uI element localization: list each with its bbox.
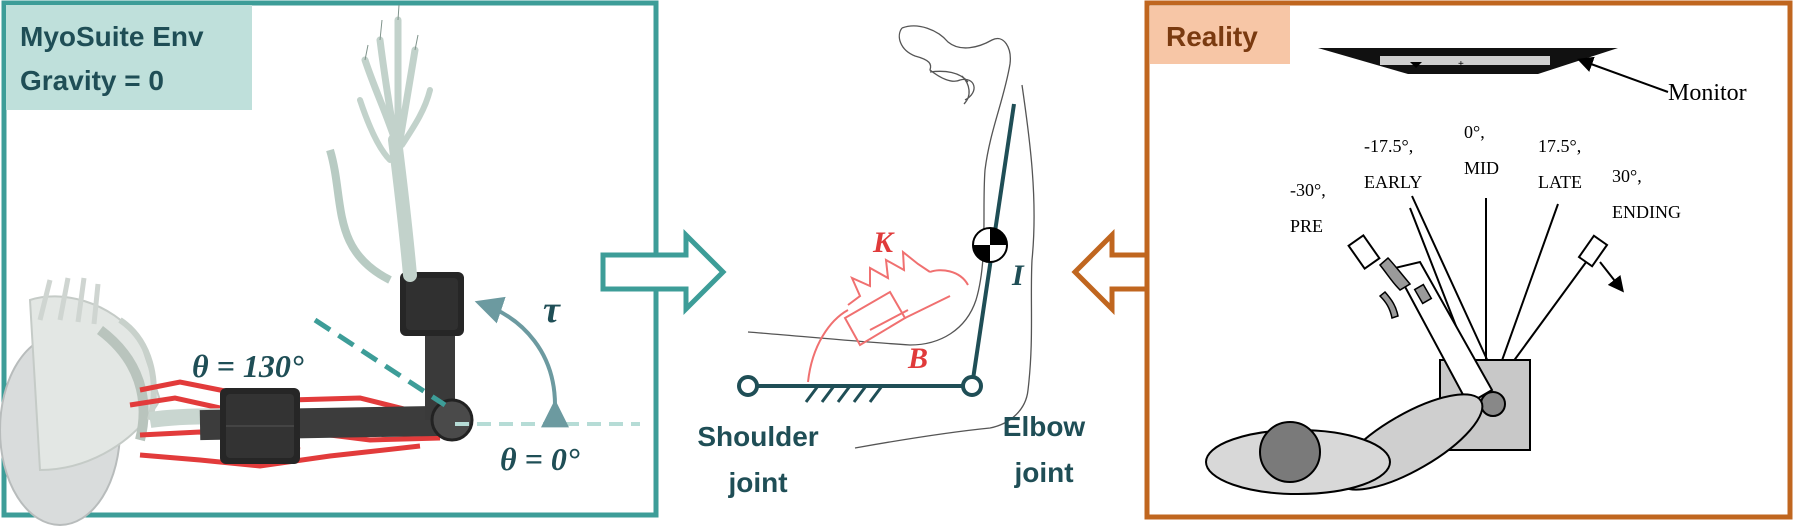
svg-text:+: + bbox=[1458, 59, 1464, 70]
simulation-panel: MyoSuite Env Gravity = 0 θ = 130° τ θ = … bbox=[0, 0, 659, 526]
torque-label: τ bbox=[543, 289, 561, 331]
elbow-label-line1: Elbow bbox=[1003, 411, 1086, 442]
reality-title: Reality bbox=[1166, 21, 1258, 52]
target-early-name: EARLY bbox=[1364, 172, 1422, 192]
torque-arrow bbox=[474, 296, 570, 428]
center-of-mass-icon bbox=[972, 227, 1008, 263]
monitor-label: Monitor bbox=[1668, 80, 1747, 106]
elbow-label-line2: joint bbox=[1013, 457, 1073, 488]
target-ending-angle: 30°, bbox=[1612, 166, 1642, 186]
spring-damper bbox=[807, 249, 969, 383]
arm-outline bbox=[747, 25, 1035, 449]
target-early-angle: -17.5°, bbox=[1364, 136, 1413, 156]
angle-130-label: θ = 130° bbox=[192, 348, 304, 384]
upper-arm-link bbox=[199, 388, 451, 464]
reality-title-badge bbox=[1150, 6, 1290, 64]
sim-to-model-arrow bbox=[600, 228, 727, 316]
simulation-title-line2: Gravity = 0 bbox=[20, 65, 164, 96]
subject-head bbox=[1259, 421, 1321, 483]
ground-hatch bbox=[804, 385, 884, 403]
damper-label: B bbox=[907, 342, 928, 375]
target-lines bbox=[1409, 195, 1593, 367]
target-pre-name: PRE bbox=[1290, 216, 1323, 236]
shoulder-label-line1: Shoulder bbox=[697, 421, 818, 452]
target-late-angle: 17.5°, bbox=[1538, 136, 1581, 156]
simulation-title-line1: MyoSuite Env bbox=[20, 21, 204, 52]
target-late-name: LATE bbox=[1538, 172, 1582, 192]
elbow-pivot bbox=[1480, 391, 1506, 417]
elbow-joint-pin bbox=[961, 375, 983, 397]
angle-130-line bbox=[313, 317, 447, 408]
target-pre-angle: -30°, bbox=[1290, 180, 1326, 200]
target-mid-name: MID bbox=[1464, 158, 1499, 178]
target-mid-angle: 0°, bbox=[1464, 122, 1485, 142]
hand-skeleton-outline bbox=[364, 4, 419, 61]
shoulder-joint-pin bbox=[737, 375, 759, 397]
simulation-title-badge bbox=[6, 5, 252, 110]
shoulder-label-line2: joint bbox=[727, 467, 787, 498]
inertia-label: I bbox=[1011, 259, 1025, 292]
angle-zero-label: θ = 0° bbox=[500, 441, 580, 477]
torso-skeleton bbox=[0, 277, 162, 526]
forearm-handle bbox=[1347, 233, 1494, 406]
monitor-icon: + bbox=[1318, 48, 1618, 74]
monitor-pointer bbox=[1576, 56, 1669, 93]
model-panel: K B I Shoulder joint Elbow joint bbox=[697, 25, 1086, 498]
hand-skeleton bbox=[357, 16, 433, 282]
spring-label: K bbox=[872, 226, 895, 259]
target-ending-name: ENDING bbox=[1612, 202, 1681, 222]
reality-panel: Reality + Monitor -30°, PRE -17.5°, EARL… bbox=[1144, 0, 1793, 520]
ending-target-icon bbox=[1577, 234, 1624, 293]
